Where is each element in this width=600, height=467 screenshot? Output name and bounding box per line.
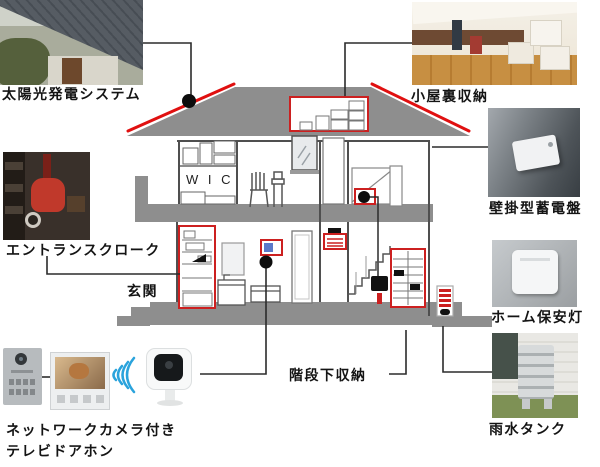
second-floor-furniture	[249, 171, 285, 208]
camera-foot	[165, 389, 175, 402]
mirror	[221, 242, 245, 276]
attic-photo-box3	[540, 46, 570, 70]
monitor-buttons	[57, 395, 105, 403]
camera-connector-line	[200, 268, 267, 375]
tank-photo-window	[492, 333, 518, 379]
distribution-panel-highlight	[323, 228, 347, 250]
network-camera-photo	[143, 347, 197, 408]
wifi-waves-icon	[112, 356, 136, 394]
tank-photo-grass	[492, 395, 578, 418]
camera-base	[157, 400, 183, 406]
attic-photo-item	[452, 20, 462, 50]
doorbell-lens-glint	[19, 357, 23, 361]
tank-photo-leg	[522, 399, 530, 409]
attic-label: 小屋裏収納	[411, 88, 489, 104]
cloak-photo-pole	[43, 154, 51, 180]
cloak-photo-crate	[67, 196, 85, 212]
second-floor-window	[290, 135, 319, 174]
doorbell-photo	[3, 348, 42, 405]
wall-battery-highlight	[354, 188, 379, 277]
doorbell-speaker	[11, 370, 33, 373]
solar-photo-wall	[48, 56, 118, 85]
wall-battery-photo	[488, 108, 580, 197]
cloak-photo-shelf-item	[5, 162, 23, 170]
attic-storage-highlight	[289, 96, 369, 132]
stair-device-tail	[377, 293, 382, 304]
cloak-connector-line	[46, 256, 180, 275]
doorphone-monitor-highlight	[260, 239, 283, 256]
camera-marker-dot	[259, 255, 273, 269]
solar-connector-line	[143, 42, 192, 96]
attic-photo-item2	[470, 36, 482, 54]
roof-marker-dot	[182, 94, 196, 108]
rain-tank-photo	[492, 333, 578, 418]
tank-photo-leg2	[544, 399, 552, 409]
cloak-photo-shelf-item3	[5, 206, 23, 214]
cloak-label: エントランスクローク	[6, 242, 161, 258]
second-floor-door	[322, 137, 345, 205]
camera-label-line2: テレビドアホン	[6, 443, 115, 459]
tank-label: 雨水タンク	[489, 421, 567, 437]
light-label: ホーム保安灯	[491, 309, 584, 325]
attic-connector-line	[344, 42, 412, 96]
second-floor-slab	[135, 204, 433, 222]
ground-slab	[150, 302, 462, 325]
under-stairs-storage-highlight	[390, 248, 426, 308]
attic-photo-box2	[530, 20, 562, 46]
connector-lines	[42, 42, 492, 378]
wic-room-label: W I C	[186, 172, 234, 187]
staircase	[347, 246, 391, 302]
doorbell-buttons-row1	[9, 379, 36, 385]
attic-photo-box	[508, 42, 534, 64]
tank-connector-line	[442, 326, 492, 373]
doorphone-monitor-photo	[50, 352, 110, 410]
home-security-light-device	[436, 285, 454, 317]
sink	[217, 274, 246, 306]
light-photo-unit	[512, 250, 558, 294]
attic-storage-photo	[412, 2, 577, 85]
tank-photo-tank	[518, 345, 554, 399]
right-porch-slab	[432, 316, 492, 327]
attic-photo-wood-band	[412, 30, 524, 45]
camera-label-line1: ネットワークカメラ付き	[6, 422, 177, 438]
battery-marker-dot	[358, 191, 370, 203]
solar-label: 太陽光発電システム	[2, 86, 142, 102]
entrance-label: 玄関	[127, 283, 158, 299]
battery-photo-indicator	[548, 142, 553, 147]
solar-photo-window	[62, 58, 82, 84]
entrance-cloak-highlight	[178, 225, 216, 309]
doorbell-buttons-row2	[9, 389, 36, 395]
left-ledge	[135, 176, 148, 204]
light-photo-slit	[520, 258, 550, 261]
first-floor-door	[291, 230, 313, 304]
battery-label: 壁掛型蓄電盤	[489, 200, 582, 216]
camera-lens	[165, 361, 173, 369]
cloak-photo-shelf-item2	[5, 184, 23, 192]
wic-room: W I C	[180, 140, 236, 205]
security-light-photo	[492, 240, 577, 307]
battery-photo-unit	[511, 134, 561, 172]
cloak-photo-scooter	[31, 178, 65, 212]
entrance-step-lower	[117, 316, 150, 326]
under-stairs-connector-line	[389, 330, 407, 375]
cloak-photo-shelf	[3, 152, 25, 240]
entrance-cloak-photo	[3, 152, 90, 240]
cloak-photo-wheel	[25, 212, 41, 228]
solar-system-photo	[0, 0, 143, 85]
monitor-screen-subject	[69, 363, 89, 379]
chair	[249, 172, 269, 208]
closet-door	[389, 165, 403, 207]
solar-panel-left-stripe	[126, 82, 236, 133]
solar-panel-right-stripe	[370, 82, 471, 133]
solar-photo-bush	[0, 38, 50, 85]
under-stairs-label: 階段下収納	[289, 367, 367, 383]
stair-device	[371, 276, 388, 291]
entrance-step-upper	[131, 307, 150, 316]
